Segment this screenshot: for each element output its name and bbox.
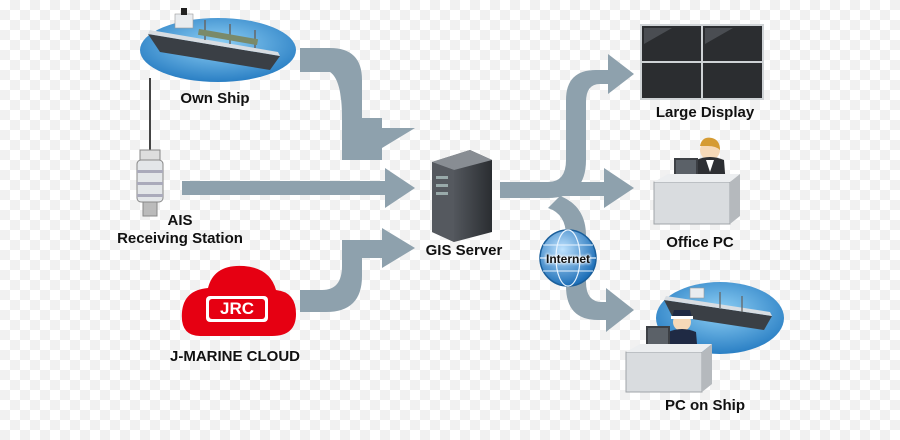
arrow-jmarine-to-gis (300, 228, 415, 312)
large-display-label: Large Display (655, 104, 755, 121)
jrc-logo-text: JRC (219, 299, 254, 318)
ais-label-line1: AIS (167, 212, 193, 229)
arrow-gis-to-office-pc (560, 168, 634, 208)
office-pc-label: Office PC (666, 234, 734, 251)
gis-server-label: GIS Server (425, 242, 503, 259)
internet-label: Internet (545, 252, 590, 266)
desk-icon (625, 326, 712, 393)
globe-icon (539, 229, 597, 287)
pc-on-ship-label: PC on Ship (665, 397, 745, 414)
own-ship-label: Own Ship (180, 90, 250, 107)
arrow-gis-to-large-display (500, 54, 634, 198)
monitor-wall-icon (640, 24, 764, 100)
cloud-icon (181, 265, 296, 336)
jmarine-label: J-MARINE CLOUD (170, 348, 300, 365)
arrow-own-ship-to-gis (300, 48, 415, 160)
server-icon (432, 150, 492, 242)
antenna-icon (136, 78, 164, 217)
desk-icon (653, 158, 740, 225)
ship-icon (140, 8, 296, 82)
ais-label-line2: Receiving Station (117, 230, 243, 247)
arrow-ais-to-gis (182, 168, 415, 208)
